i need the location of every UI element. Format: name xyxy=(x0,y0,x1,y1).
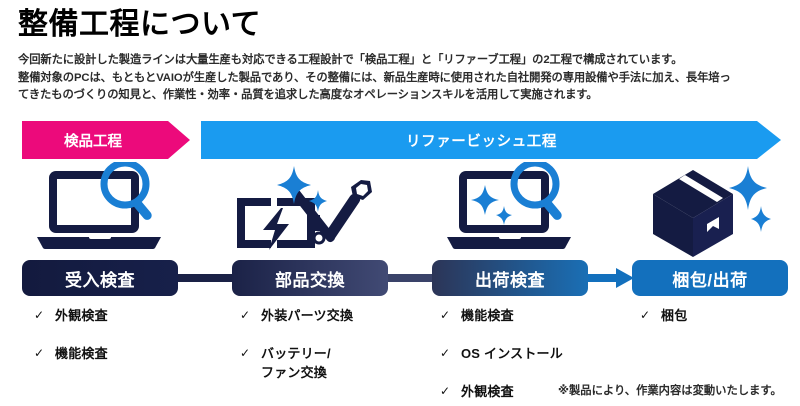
body-line-1: 今回新たに設計した製造ラインは大量生産も対応できる工程設計で「検品工程」と「リフ… xyxy=(18,54,683,66)
banner-inspection-label: 検品工程 xyxy=(64,133,122,150)
box-sparkle-svg xyxy=(653,166,771,257)
checklist-receiving: ✓ 外観検査 ✓ 機能検査 xyxy=(34,306,214,382)
list-item-label: 機能検査 xyxy=(461,308,514,323)
body-paragraph: 今回新たに設計した製造ラインは大量生産も対応できる工程設計で「検品工程」と「リフ… xyxy=(18,52,788,105)
footnote: ※製品により、作業内容は変動いたします。 xyxy=(558,385,782,397)
list-item: ✓ 梱包 xyxy=(640,306,790,325)
list-item-label: 外装パーツ交換 xyxy=(261,308,354,323)
box-sparkle-icon xyxy=(632,160,788,260)
body-line-3: てきたものづくりの知見と、作業性・効率・品質を追求した高度なオペレーションスキル… xyxy=(18,89,598,102)
list-item: ✓ OS インストール xyxy=(440,344,630,363)
battery-tools-icon xyxy=(232,160,388,260)
laptop-sparkle-magnifier-svg xyxy=(447,162,571,249)
list-item-label: OS インストール xyxy=(461,346,563,361)
check-icon: ✓ xyxy=(440,384,451,398)
list-item-label: 梱包 xyxy=(661,308,688,323)
check-icon: ✓ xyxy=(34,308,45,322)
connector-arrow-step3-step4 xyxy=(586,268,634,288)
list-item: ✓ 機能検査 xyxy=(440,306,630,325)
banner-refurbish-label: リファービッシュ工程 xyxy=(406,133,557,150)
step-box-shipping-label: 出荷検査 xyxy=(475,270,545,290)
list-item: ✓ 外観検査 xyxy=(34,306,214,325)
list-item-label: バッテリー/ ファン交換 xyxy=(261,346,331,380)
check-icon: ✓ xyxy=(440,308,451,322)
step-box-packing-label: 梱包/出荷 xyxy=(672,270,748,290)
check-icon: ✓ xyxy=(34,346,45,360)
list-item: ✓ 機能検査 xyxy=(34,344,214,363)
list-item-label: 機能検査 xyxy=(55,346,108,361)
banner-inspection: 検品工程 xyxy=(22,121,190,159)
list-item: ✓ 外観検査 xyxy=(440,382,630,401)
checklist-parts: ✓ 外装パーツ交換 ✓ バッテリー/ ファン交換 xyxy=(240,306,430,401)
list-item: ✓ バッテリー/ ファン交換 xyxy=(240,344,430,382)
list-item: ✓ 外装パーツ交換 xyxy=(240,306,430,325)
checklist-packing: ✓ 梱包 xyxy=(640,306,790,344)
step-box-shipping[interactable]: 出荷検査 xyxy=(432,260,588,296)
step-box-receiving-label: 受入検査 xyxy=(65,270,135,290)
check-icon: ✓ xyxy=(640,308,651,322)
list-item-label: 外観検査 xyxy=(461,384,514,399)
laptop-magnifier-icon xyxy=(22,160,178,260)
step-box-parts-label: 部品交換 xyxy=(275,270,345,290)
laptop-sparkle-magnifier-icon xyxy=(432,160,588,260)
step-box-receiving[interactable]: 受入検査 xyxy=(22,260,178,296)
laptop-magnifier-svg xyxy=(37,162,161,249)
banner-refurbish: リファービッシュ工程 xyxy=(201,121,781,159)
arrow-right-icon xyxy=(586,268,634,288)
check-icon: ✓ xyxy=(240,308,251,322)
step-box-packing[interactable]: 梱包/出荷 xyxy=(632,260,788,296)
check-icon: ✓ xyxy=(440,346,451,360)
page-title: 整備工程について xyxy=(18,8,262,41)
step-box-parts[interactable]: 部品交換 xyxy=(232,260,388,296)
battery-tools-svg xyxy=(237,166,372,250)
checklist-shipping: ✓ 機能検査 ✓ OS インストール ✓ 外観検査 xyxy=(440,306,630,406)
list-item-label: 外観検査 xyxy=(55,308,108,323)
connector-step2-step3 xyxy=(376,274,434,282)
body-line-2: 整備対象のPCは、もともとVAIOが生産した製品であり、その整備には、新品生産時… xyxy=(18,71,731,84)
check-icon: ✓ xyxy=(240,346,251,360)
connector-step1-step2 xyxy=(176,274,234,282)
